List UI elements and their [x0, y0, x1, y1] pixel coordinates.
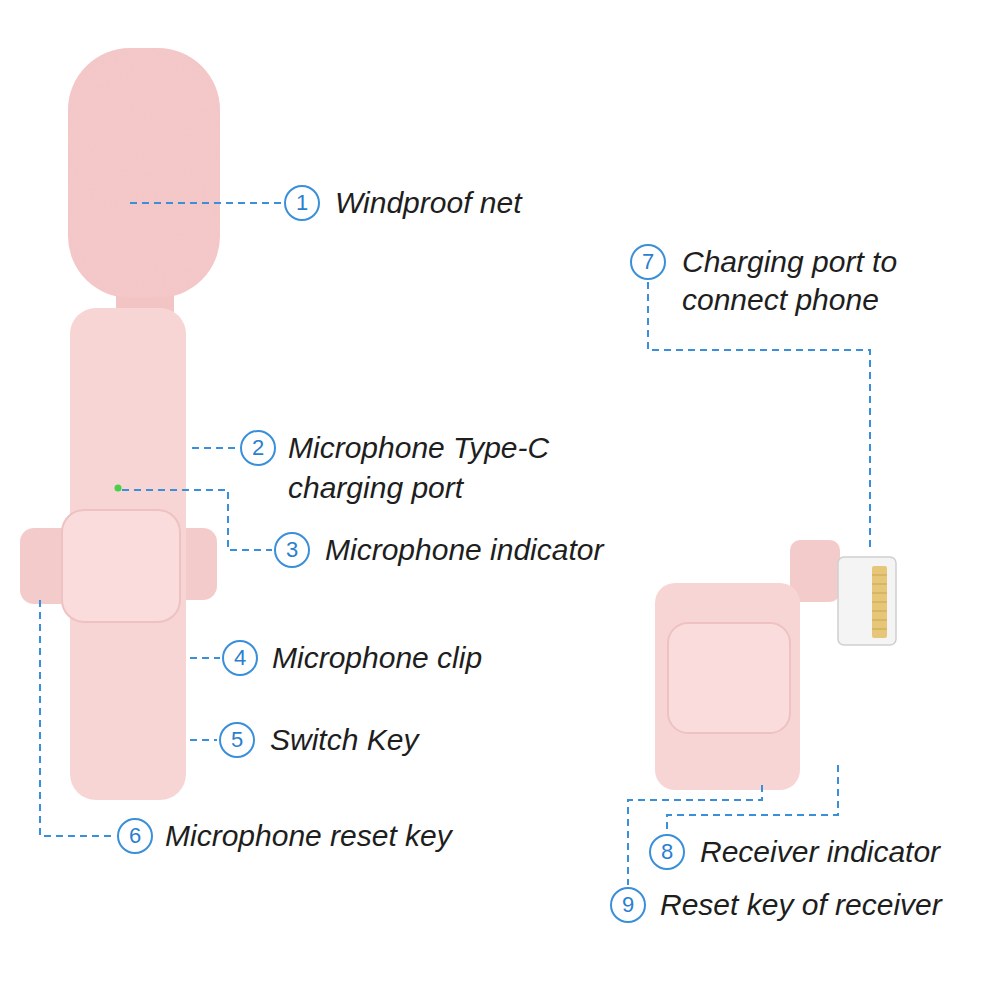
callout-circle: 5	[219, 722, 255, 758]
circle-ring	[223, 641, 257, 675]
circle-ring	[118, 819, 152, 853]
receiver	[655, 540, 896, 790]
part-label: Microphone clip	[272, 638, 482, 678]
callout-number: 8	[649, 834, 685, 870]
circle-ring	[275, 533, 309, 567]
callout-number: 7	[630, 244, 666, 280]
circle-ring	[241, 431, 275, 465]
callout-circle: 1	[284, 185, 320, 221]
circle-ring	[611, 888, 645, 922]
leader-line	[130, 202, 282, 204]
callout-circle: 7	[630, 244, 666, 280]
part-label: Switch Key	[270, 720, 418, 760]
callout-circle: 2	[240, 430, 276, 466]
callout-circle: 9	[610, 887, 646, 923]
callout-number: 6	[117, 818, 153, 854]
gold-contacts	[872, 566, 887, 638]
leader-line	[40, 600, 115, 836]
leader-line	[667, 765, 838, 832]
circle-ring	[650, 835, 684, 869]
leader-line	[190, 657, 220, 659]
callout-circle: 4	[222, 640, 258, 676]
circle-ring	[631, 245, 665, 279]
part-label: Windproof net	[335, 183, 522, 223]
callout-circle: 6	[117, 818, 153, 854]
part-label: Reset key of receiver	[660, 885, 942, 925]
callout-number: 4	[222, 640, 258, 676]
contact-lines	[872, 575, 887, 629]
part-label: Receiver indicator	[700, 832, 940, 872]
receiver-button	[668, 623, 790, 733]
callout-number: 9	[610, 887, 646, 923]
callout-number: 5	[219, 722, 255, 758]
leader-line	[190, 739, 217, 741]
circle-ring	[220, 723, 254, 757]
callout-circle: 8	[649, 834, 685, 870]
indicator-dot	[115, 485, 122, 492]
lightning-plug	[838, 557, 896, 645]
callout-number: 1	[284, 185, 320, 221]
part-label: Microphone Type-C charging port	[288, 428, 573, 508]
part-label: Charging port to connect phone	[682, 243, 922, 319]
part-label: Microphone indicator	[325, 530, 603, 570]
part-label: Microphone reset key	[165, 816, 452, 856]
callout-circle: 3	[274, 532, 310, 568]
callout-number: 2	[240, 430, 276, 466]
leader-line	[192, 447, 238, 449]
leader-line	[648, 282, 870, 552]
microphone	[20, 48, 220, 800]
receiver-body	[655, 583, 800, 790]
connector-stub	[790, 540, 840, 602]
windproof-foam	[68, 48, 220, 298]
callout-number: 3	[274, 532, 310, 568]
leader-line	[122, 490, 272, 550]
circle-ring	[285, 186, 319, 220]
clip-button	[62, 510, 180, 622]
